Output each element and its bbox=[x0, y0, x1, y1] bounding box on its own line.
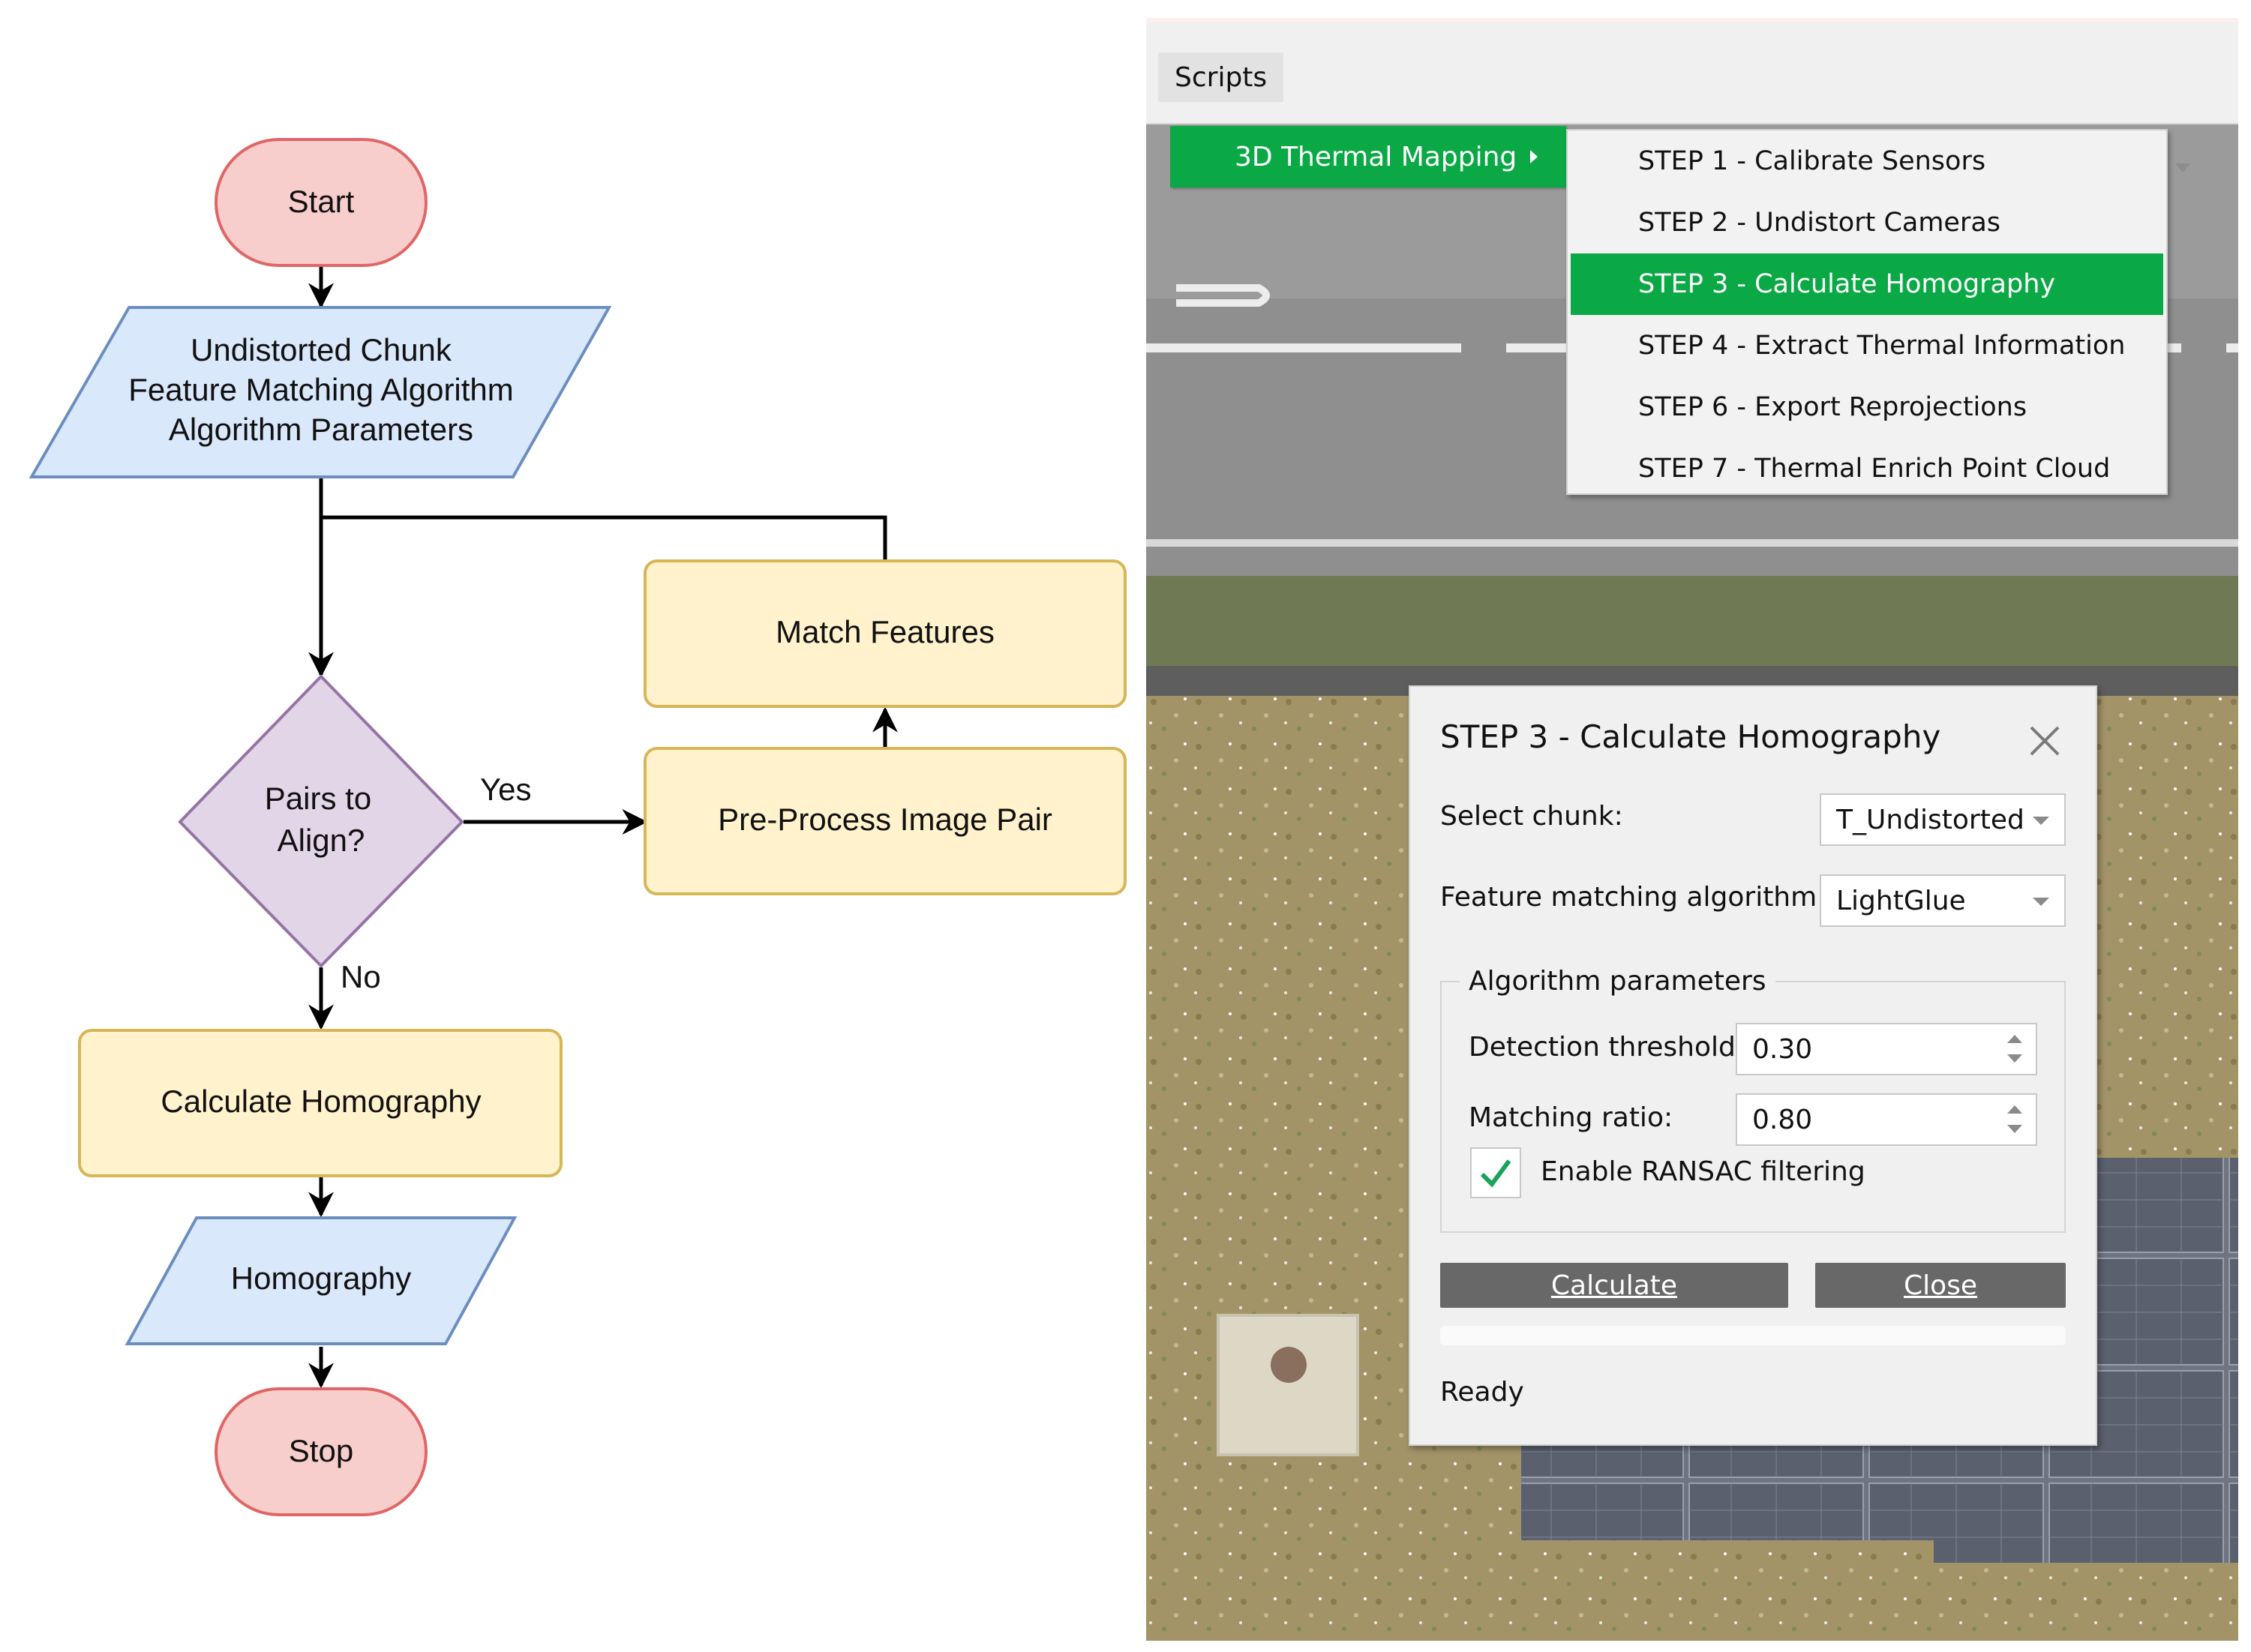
menu-scripts[interactable]: Scripts bbox=[1158, 52, 1284, 102]
status-text: Ready bbox=[1440, 1377, 1524, 1408]
spin-up-icon[interactable] bbox=[2007, 1105, 2022, 1114]
detection-threshold-label: Detection threshold: bbox=[1469, 1032, 1745, 1063]
dialog-title: STEP 3 - Calculate Homography bbox=[1440, 718, 1941, 755]
spin-down-icon[interactable] bbox=[2007, 1125, 2022, 1133]
matching-ratio-value: 0.80 bbox=[1752, 1104, 1813, 1135]
start-label: Start bbox=[288, 184, 355, 219]
inputs-node bbox=[29, 306, 612, 478]
flowchart: Start Undistorted Chunk Feature Matching… bbox=[29, 138, 1127, 1516]
output-node bbox=[125, 1216, 518, 1345]
submenu-arrow-icon bbox=[1530, 150, 1538, 163]
close-button[interactable]: Close bbox=[1815, 1263, 2066, 1308]
chunk-label: Select chunk: bbox=[1440, 801, 1623, 832]
submenu-item-label: STEP 7 - Thermal Enrich Point Cloud bbox=[1638, 454, 2111, 484]
ransac-label: Enable RANSAC filtering bbox=[1541, 1156, 1865, 1187]
submenu-item-step-3[interactable]: STEP 3 - Calculate Homography bbox=[1571, 253, 2163, 315]
submenu-item-label: STEP 4 - Extract Thermal Information bbox=[1638, 331, 2126, 361]
close-icon[interactable] bbox=[2027, 723, 2063, 759]
submenu-item-label: STEP 2 - Undistort Cameras bbox=[1638, 208, 2001, 238]
calculate-label: Calculate Homography bbox=[161, 1084, 481, 1119]
preprocess-label: Pre-Process Image Pair bbox=[718, 802, 1052, 837]
chevron-down-icon bbox=[2033, 817, 2049, 825]
submenu-item-step-2[interactable]: STEP 2 - Undistort Cameras bbox=[1571, 192, 2163, 253]
menu-item-label: 3D Thermal Mapping bbox=[1235, 141, 1517, 172]
calculate-node bbox=[78, 1029, 563, 1177]
chunk-select-value: T_Undistorted bbox=[1836, 804, 2024, 835]
algorithm-select[interactable]: LightGlue bbox=[1820, 874, 2066, 927]
preprocess-node bbox=[644, 747, 1127, 895]
checkmark-icon bbox=[1480, 1159, 1511, 1188]
calculate-button[interactable]: Calculate bbox=[1440, 1263, 1788, 1308]
chunk-select[interactable]: T_Undistorted bbox=[1820, 793, 2066, 846]
submenu-item-step-4[interactable]: STEP 4 - Extract Thermal Information bbox=[1571, 315, 2163, 376]
calculate-homography-dialog: STEP 3 - Calculate Homography Select chu… bbox=[1409, 685, 2097, 1446]
submenu-item-step-6[interactable]: STEP 6 - Export Reprojections bbox=[1571, 376, 2163, 438]
software-screenshot: Scripts 3D Thermal Mapping STEP 1 - Cali… bbox=[1146, 18, 2238, 1641]
flow-edges bbox=[308, 267, 898, 1389]
algorithm-label: Feature matching algorithm: bbox=[1440, 882, 1826, 913]
stop-label: Stop bbox=[289, 1433, 353, 1468]
group-title: Algorithm parameters bbox=[1460, 966, 1775, 997]
output-label: Homography bbox=[231, 1261, 411, 1296]
decision-node bbox=[178, 674, 464, 968]
detection-threshold-value: 0.30 bbox=[1752, 1033, 1813, 1065]
decision-line-2: Align? bbox=[278, 823, 365, 858]
stop-node bbox=[215, 1387, 428, 1516]
menu-bar: Scripts bbox=[1146, 18, 2238, 124]
matching-ratio-label: Matching ratio: bbox=[1469, 1102, 1673, 1133]
submenu-item-label: STEP 6 - Export Reprojections bbox=[1638, 392, 2027, 422]
submenu: STEP 1 - Calibrate Sensors STEP 2 - Undi… bbox=[1566, 129, 2168, 495]
inputs-line-1: Undistorted Chunk bbox=[191, 332, 452, 367]
submenu-item-label: STEP 3 - Calculate Homography bbox=[1638, 269, 2056, 299]
submenu-item-step-7[interactable]: STEP 7 - Thermal Enrich Point Cloud bbox=[1571, 438, 2163, 499]
submenu-item-label: STEP 1 - Calibrate Sensors bbox=[1638, 146, 1986, 176]
start-node bbox=[215, 138, 428, 267]
matching-ratio-spinbox[interactable]: 0.80 bbox=[1736, 1093, 2037, 1146]
progress-bar bbox=[1440, 1326, 2066, 1345]
yes-label: Yes bbox=[480, 772, 532, 807]
submenu-item-step-1[interactable]: STEP 1 - Calibrate Sensors bbox=[1571, 130, 2163, 192]
toolbar-dropdown-icon bbox=[2175, 163, 2190, 172]
inputs-line-2: Feature Matching Algorithm bbox=[128, 372, 514, 407]
no-label: No bbox=[341, 959, 381, 994]
chevron-down-icon bbox=[2033, 898, 2049, 906]
edge-match-to-loop bbox=[321, 515, 887, 561]
inputs-line-3: Algorithm Parameters bbox=[169, 412, 473, 447]
match-features-node bbox=[644, 559, 1127, 708]
spin-down-icon[interactable] bbox=[2007, 1054, 2022, 1063]
detection-threshold-spinbox[interactable]: 0.30 bbox=[1736, 1023, 2037, 1075]
ransac-checkbox[interactable] bbox=[1470, 1147, 1521, 1198]
algorithm-select-value: LightGlue bbox=[1836, 885, 1966, 916]
decision-line-1: Pairs to bbox=[265, 781, 371, 816]
match-features-label: Match Features bbox=[776, 614, 995, 649]
spin-up-icon[interactable] bbox=[2007, 1035, 2022, 1043]
menu-item-3d-thermal-mapping[interactable]: 3D Thermal Mapping bbox=[1170, 126, 1566, 187]
